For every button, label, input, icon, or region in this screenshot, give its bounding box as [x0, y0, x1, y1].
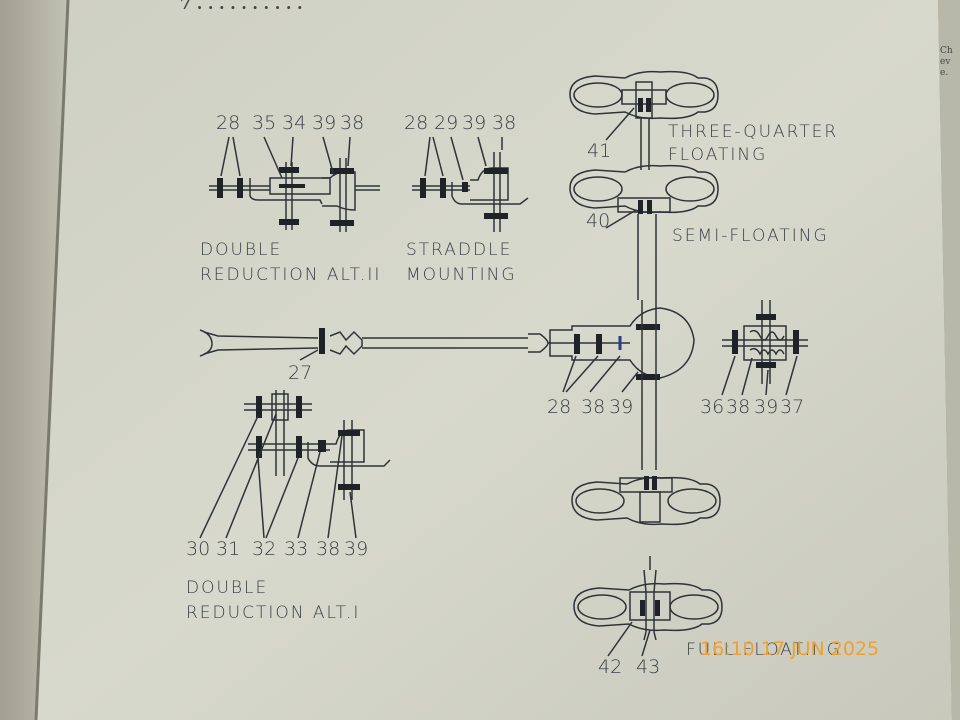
label-number: 39 [344, 538, 369, 560]
label-number: 40 [586, 210, 611, 232]
label-number: 35 [252, 112, 277, 134]
straddle-mounting-drawing [412, 136, 529, 232]
label-number: 31 [216, 538, 241, 560]
label-number: 38 [340, 112, 365, 134]
lower-wheel-drawing [571, 476, 721, 526]
propeller-shaft-drawing [199, 328, 549, 361]
caption-double-reduction-alt2-line2: REDUCTION ALT.II [200, 265, 382, 285]
label-number: 28 [404, 112, 429, 134]
line-drawings [199, 70, 808, 657]
semi-floating-drawing [569, 164, 719, 300]
label-number: 38 [492, 112, 517, 134]
label-number: 33 [284, 538, 309, 560]
caption-double-reduction-alt1-line1: DOUBLE [186, 578, 269, 598]
right-edge-text: Cheve. [940, 46, 953, 78]
label-number: 29 [434, 112, 459, 134]
label-number: 36 [700, 396, 725, 418]
caption-three-quarter-floating-line1: THREE-QUARTER [668, 122, 839, 142]
page-header-fragment: 7 . . . . . . . . . . [180, 0, 303, 13]
label-number: 38 [726, 396, 751, 418]
caption-full-floating: FULL FLOATING [686, 640, 842, 660]
label-number: 38 [581, 396, 606, 418]
label-number: 37 [780, 396, 805, 418]
label-number: 39 [754, 396, 779, 418]
caption-double-reduction-alt1-line2: REDUCTION ALT.I [186, 603, 361, 623]
label-number: 38 [316, 538, 341, 560]
label-number: 39 [312, 112, 337, 134]
three-quarter-floating-drawing [569, 70, 719, 170]
caption-straddle-mounting-line2: MOUNTING [406, 265, 517, 285]
label-number: 32 [252, 538, 277, 560]
differential-housing-drawing [548, 300, 695, 470]
caption-straddle-mounting-line1: STRADDLE [406, 240, 513, 260]
caption-semi-floating: SEMI-FLOATING [672, 226, 829, 246]
label-number: 34 [282, 112, 307, 134]
label-number: 28 [216, 112, 241, 134]
worm-drive-drawing [721, 300, 808, 396]
caption-double-reduction-alt2-line1: DOUBLE [200, 240, 283, 260]
left-page-edge [0, 0, 70, 720]
double-reduction-alt1-drawing [199, 390, 391, 539]
label-number: 42 [598, 656, 623, 678]
label-number: 27 [288, 362, 313, 384]
label-number: 39 [462, 112, 487, 134]
label-number: 41 [587, 140, 612, 162]
caption-three-quarter-floating-line2: FLOATING [668, 145, 768, 165]
label-number: 30 [186, 538, 211, 560]
paper-sheet [36, 0, 952, 720]
label-number: 39 [609, 396, 634, 418]
label-number: 28 [547, 396, 572, 418]
camera-timestamp: 16:10 17 JUN 2025 [700, 638, 880, 660]
full-floating-drawing [573, 556, 723, 657]
double-reduction-alt2-drawing [209, 136, 380, 232]
label-number: 43 [636, 656, 661, 678]
